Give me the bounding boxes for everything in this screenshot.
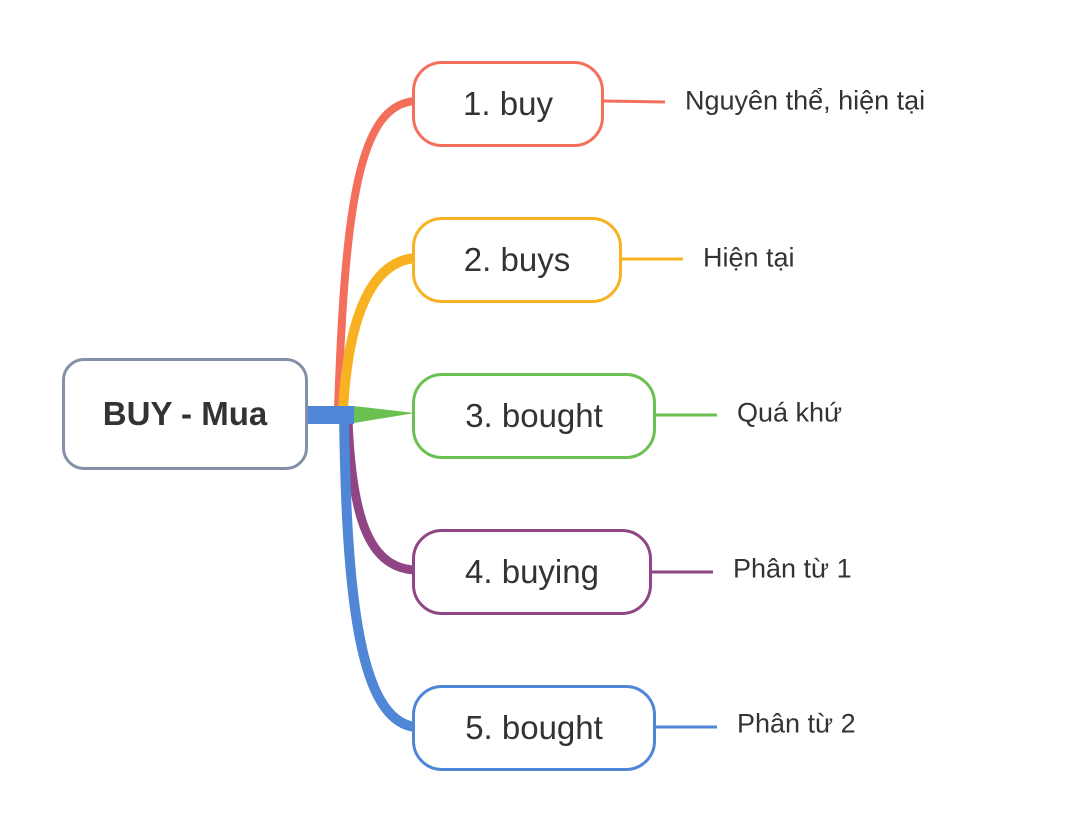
branch-node-3[interactable]: 3. bought <box>412 373 656 459</box>
leaf-note-2[interactable]: Hiện tại <box>703 242 795 273</box>
leaf-note-1[interactable]: Nguyên thể, hiện tại <box>685 85 926 116</box>
leaf-note-3[interactable]: Quá khứ <box>737 397 843 428</box>
leaf-note-5[interactable]: Phân từ 2 <box>737 708 856 739</box>
branch-node-4[interactable]: 4. buying <box>412 529 652 615</box>
leaf-note-4[interactable]: Phân từ 1 <box>733 553 852 584</box>
root-node[interactable]: BUY - Mua <box>62 358 308 470</box>
branch-node-5[interactable]: 5. bought <box>412 685 656 771</box>
branch-node-2[interactable]: 2. buys <box>412 217 622 303</box>
branch-node-1[interactable]: 1. buy <box>412 61 604 147</box>
